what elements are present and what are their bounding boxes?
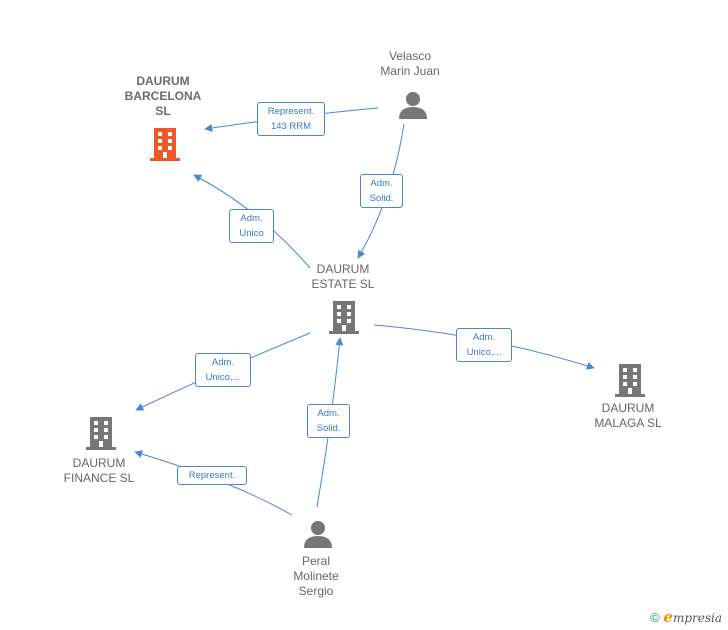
node-label-daurum-barcelona[interactable]: DAURUM BARCELONA SL (124, 74, 202, 118)
edge-label-estate-finance: Adm. Unico,... (195, 353, 251, 387)
building-icon[interactable] (149, 126, 181, 162)
footer-brand: © empresia (650, 608, 722, 626)
node-label-daurum-estate[interactable]: DAURUM ESTATE SL (311, 262, 375, 291)
person-icon[interactable] (397, 89, 429, 121)
node-label-velasco[interactable]: Velasco Marin Juan (380, 49, 440, 78)
node-label-peral[interactable]: Peral Molinete Sergio (293, 554, 339, 598)
edge-label-estate-malaga: Adm. Unico,... (456, 328, 512, 362)
brand-name: mpresia (672, 611, 722, 625)
edge-label-velasco-barcelona: Represent. 143 RRM (257, 102, 325, 136)
building-icon[interactable] (614, 362, 646, 398)
node-label-daurum-malaga[interactable]: DAURUM MALAGA SL (594, 401, 662, 430)
building-icon[interactable] (85, 415, 117, 451)
edge-label-velasco-estate: Adm. Solid. (360, 174, 403, 208)
person-icon[interactable] (302, 518, 334, 550)
brand-logo-e: e (663, 608, 673, 626)
edge-label-peral-finance: Represent. (177, 466, 247, 485)
copyright-symbol: © (650, 610, 660, 625)
edge-label-peral-estate: Adm. Solid. (307, 404, 350, 438)
building-icon[interactable] (328, 299, 360, 335)
edge-label-estate-barcelona: Adm. Unico (229, 209, 274, 243)
node-label-daurum-finance[interactable]: DAURUM FINANCE SL (63, 456, 135, 485)
